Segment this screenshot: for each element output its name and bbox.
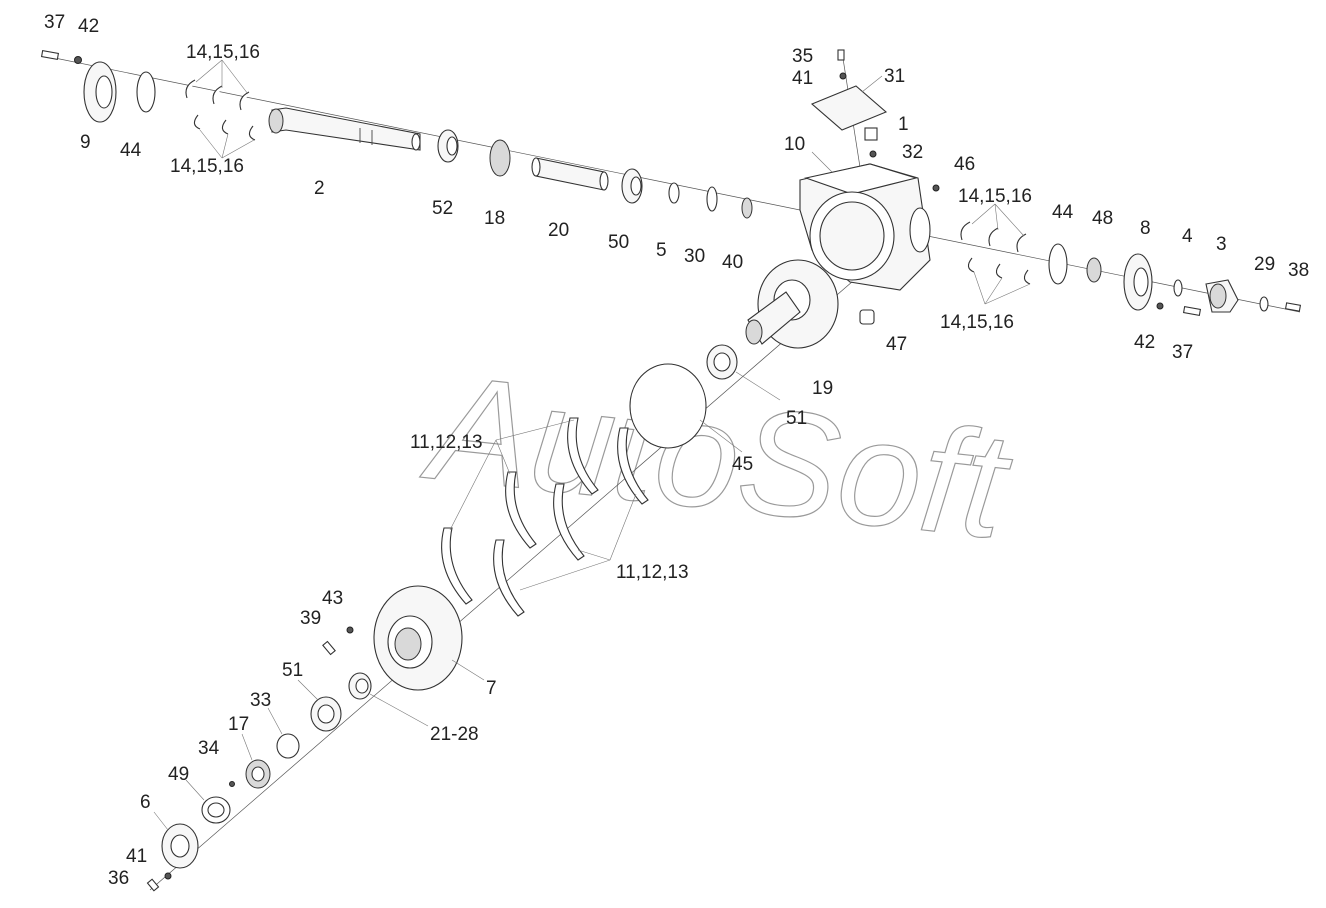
callout-label-31: 31: [884, 66, 905, 87]
callout-label-42-right: 42: [1134, 332, 1155, 353]
callout-label-47: 47: [886, 334, 907, 355]
callout-label-51-lower: 51: [282, 660, 303, 681]
plug-47: [859, 309, 875, 325]
center-shaft-parts: [437, 129, 753, 219]
callout-label-19: 19: [812, 378, 833, 399]
callout-label-48: 48: [1092, 208, 1113, 229]
callout-label-42-top: 42: [78, 16, 99, 37]
callout-label-49: 49: [168, 764, 189, 785]
callout-label-45: 45: [732, 454, 753, 475]
callout-label-46: 46: [954, 154, 975, 175]
callout-label-14-top-b: 14,15,16: [170, 156, 244, 177]
shaft-2: [268, 107, 421, 151]
bolt-36: [146, 878, 160, 892]
callout-label-32: 32: [902, 142, 923, 163]
callout-label-20: 20: [548, 220, 569, 241]
o-ring-44-left: [136, 71, 156, 113]
callout-label-18: 18: [484, 208, 505, 229]
washer-41-top: [839, 72, 847, 80]
callout-label-52: 52: [432, 198, 453, 219]
plug-46: [932, 184, 940, 192]
callout-label-37-right: 37: [1172, 342, 1193, 363]
callout-label-39: 39: [300, 608, 321, 629]
right-shims: [960, 203, 1031, 305]
o-ring-45: [629, 363, 707, 449]
callout-label-35: 35: [792, 46, 813, 67]
gear-shaft-parts: [629, 259, 839, 453]
callout-label-17: 17: [228, 714, 249, 735]
bolt-37-right: [1182, 306, 1202, 316]
washer-32: [869, 150, 877, 158]
gear-18: [489, 139, 511, 177]
cover-31: [810, 85, 888, 131]
callout-label-36: 36: [108, 868, 129, 889]
washer-43: [346, 626, 354, 634]
top-cover-parts: [810, 49, 888, 181]
callout-label-40: 40: [722, 252, 743, 273]
callout-label-4: 4: [1182, 226, 1193, 247]
callout-label-8: 8: [1140, 218, 1151, 239]
callout-label-14-right-b: 14,15,16: [940, 312, 1014, 333]
o-ring-44-right: [1048, 243, 1068, 285]
washer-42-right: [1156, 302, 1164, 310]
callout-label-34: 34: [198, 738, 220, 759]
callout-label-14-right-a: 14,15,16: [958, 186, 1032, 207]
callout-label-44-right: 44: [1052, 202, 1074, 223]
bolt-38: [1284, 302, 1302, 312]
callout-label-29: 29: [1254, 254, 1275, 275]
callout-label-30: 30: [684, 246, 705, 267]
callout-label-2: 2: [314, 178, 325, 199]
lower-chain-parts: [146, 679, 342, 892]
callout-label-44-left: 44: [120, 140, 142, 161]
bolt-35: [837, 49, 845, 61]
circlip-30: [706, 186, 718, 212]
callout-label-3: 3: [1216, 234, 1227, 255]
callout-label-10: 10: [784, 134, 805, 155]
callout-label-37-top: 37: [44, 12, 65, 33]
callout-label-21-28: 21-28: [430, 724, 479, 745]
callout-label-14-top-a: 14,15,16: [186, 42, 260, 63]
callout-label-7: 7: [486, 678, 497, 699]
callout-label-41-bottom: 41: [126, 846, 147, 867]
left-shims: [185, 59, 256, 159]
washer-34: [229, 781, 235, 787]
bolt-37-left: [40, 50, 60, 60]
callout-label-38: 38: [1288, 260, 1309, 281]
callout-label-41-top: 41: [792, 68, 813, 89]
callout-label-9: 9: [80, 132, 91, 153]
callout-label-51-upper: 51: [786, 408, 807, 429]
callout-label-1: 1: [898, 114, 909, 135]
ring-5: [668, 182, 680, 204]
washer-41-bottom: [164, 872, 172, 880]
washer-40: [741, 197, 753, 219]
brake-discs: [441, 417, 649, 617]
callout-label-33: 33: [250, 690, 271, 711]
callout-label-11-b: 11,12,13: [616, 562, 689, 583]
callout-label-5: 5: [656, 240, 667, 261]
washer-29: [1259, 296, 1269, 312]
callout-label-6: 6: [140, 792, 151, 813]
left-end-parts: [40, 50, 156, 123]
callout-label-43: 43: [322, 588, 343, 609]
right-end-parts: [1048, 243, 1302, 316]
seal-48: [1086, 257, 1102, 283]
bolt-39: [322, 640, 336, 656]
ring-33: [276, 733, 300, 759]
breather-1: [864, 127, 878, 141]
hub-parts: [322, 585, 485, 727]
housing-10: [799, 151, 940, 325]
washer-42-left: [74, 56, 82, 64]
ring-4: [1173, 279, 1183, 297]
callout-label-50: 50: [608, 232, 629, 253]
callout-label-11-a: 11,12,13: [410, 432, 483, 453]
